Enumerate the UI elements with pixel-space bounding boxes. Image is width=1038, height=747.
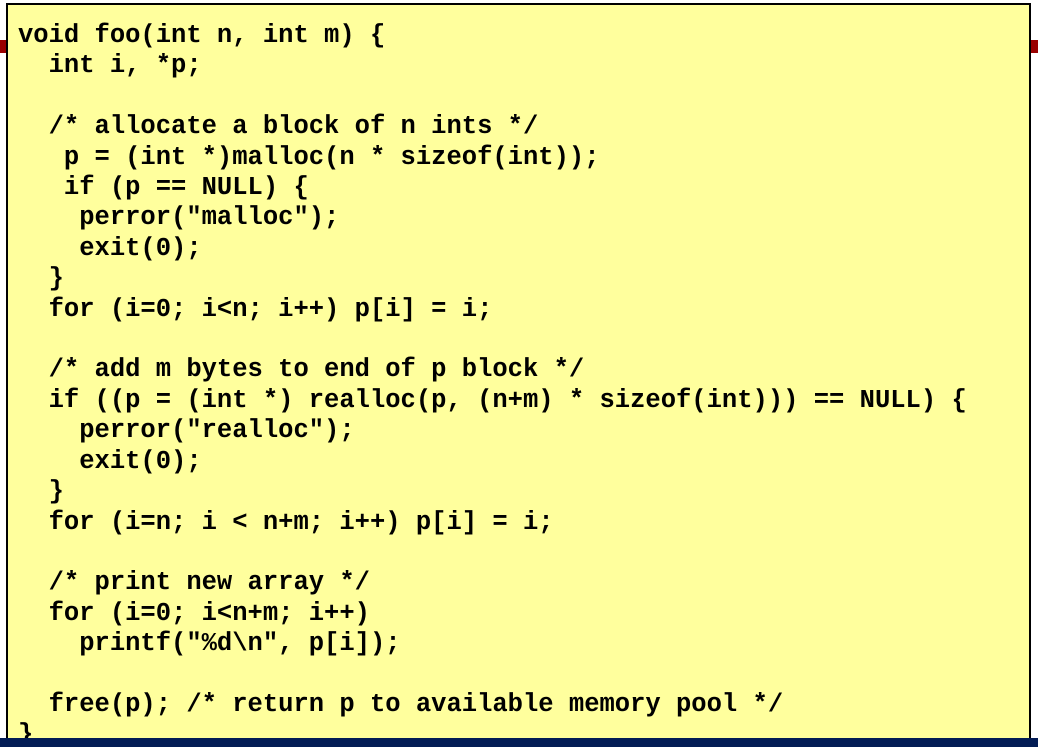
code-text: void foo(int n, int m) { int i, *p; /* a… — [18, 21, 967, 747]
bottom-navy-bar — [0, 738, 1038, 747]
code-panel: void foo(int n, int m) { int i, *p; /* a… — [6, 3, 1031, 747]
